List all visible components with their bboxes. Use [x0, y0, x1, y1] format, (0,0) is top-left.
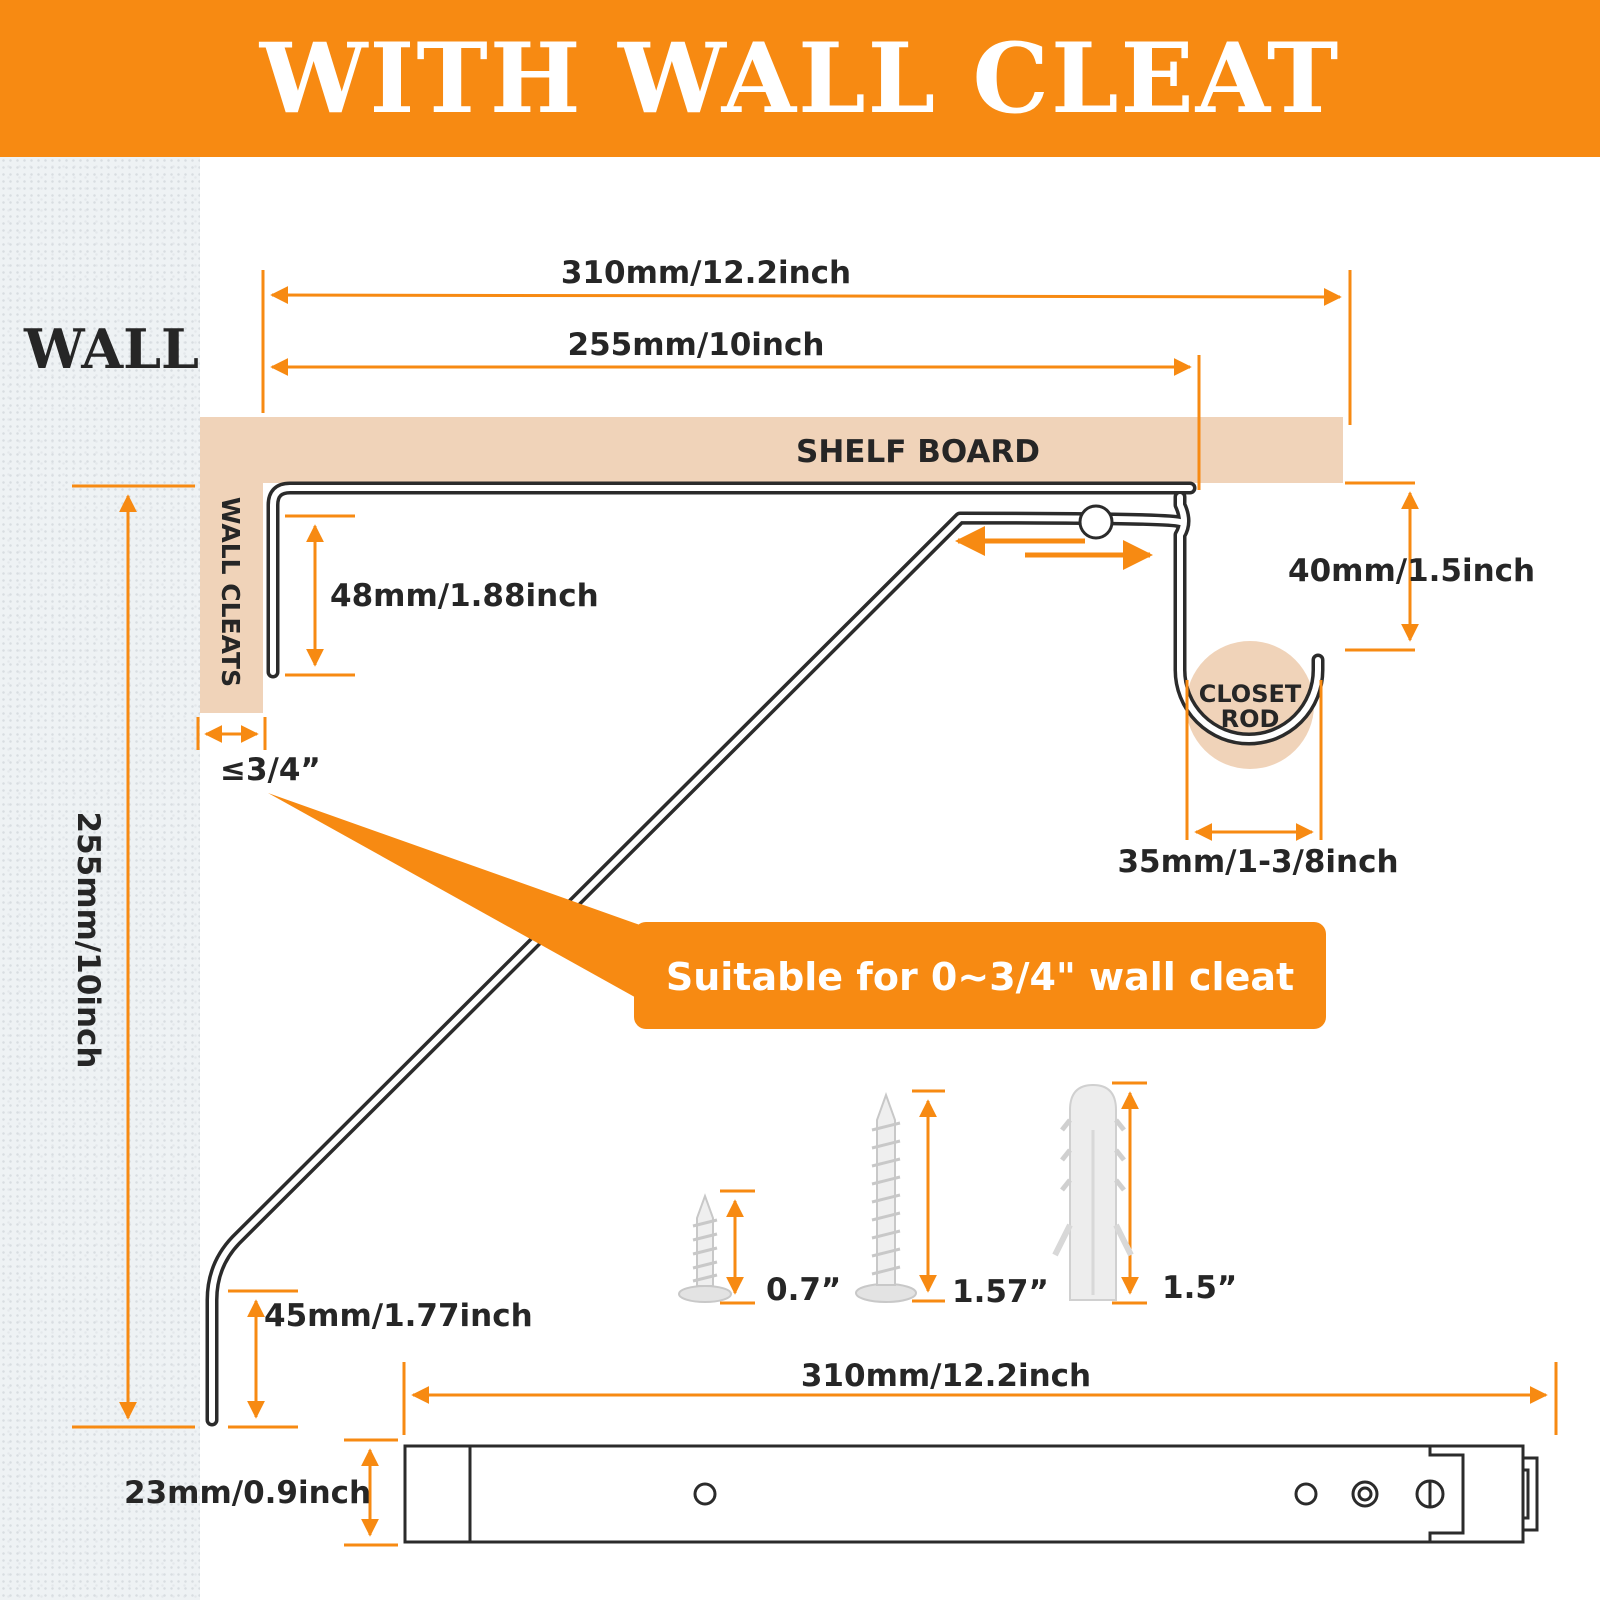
callout-pointer: [268, 793, 640, 1000]
shelf-board: [200, 417, 1343, 483]
callout-text: Suitable for 0~3/4" wall cleat: [666, 955, 1294, 999]
bracket-top-view: [403, 1444, 1539, 1544]
wall-texture: [0, 157, 200, 1600]
dim-overall-length: 310mm/12.2inch: [561, 255, 851, 291]
dim-bar-width: 23mm/0.9inch: [124, 1475, 371, 1511]
dim-cleat-thickness: ≤3/4”: [220, 752, 321, 788]
closet-rod-label-2: ROD: [1221, 705, 1280, 733]
dim-bottom-leg: 45mm/1.77inch: [264, 1298, 533, 1334]
callout-box: [634, 922, 1326, 1029]
closet-rod-label-1: CLOSET: [1199, 680, 1302, 708]
dim-rod-hook-drop: 40mm/1.5inch: [1288, 553, 1535, 589]
bracket-wire: [205, 481, 1325, 1427]
dim-rod-diameter: 35mm/1-3/8inch: [1117, 844, 1398, 880]
long-screw-length: 1.57”: [952, 1274, 1049, 1310]
wall-label: WALL: [23, 317, 199, 381]
dim-height: 255mm/10inch: [70, 812, 106, 1069]
dim-shelf-depth: 255mm/10inch: [568, 327, 825, 363]
long-screw: [855, 1092, 917, 1303]
wall-anchor: [1052, 1083, 1134, 1301]
dimension-lines: [72, 270, 1558, 1547]
banner-title: WITH WALL CLEAT: [259, 21, 1341, 135]
wall-cleat: [200, 483, 263, 713]
small-screw: [678, 1193, 732, 1303]
anchor-length: 1.5”: [1162, 1270, 1237, 1306]
shelf-board-label: SHELF BOARD: [796, 434, 1040, 470]
dim-bar-length: 310mm/12.2inch: [801, 1358, 1091, 1394]
title-banner: WITH WALL CLEAT: [0, 0, 1600, 157]
wall-cleats-label: WALL CLEATS: [216, 497, 245, 687]
small-screw-length: 0.7”: [766, 1272, 841, 1308]
dim-cleat-height: 48mm/1.88inch: [330, 578, 599, 614]
